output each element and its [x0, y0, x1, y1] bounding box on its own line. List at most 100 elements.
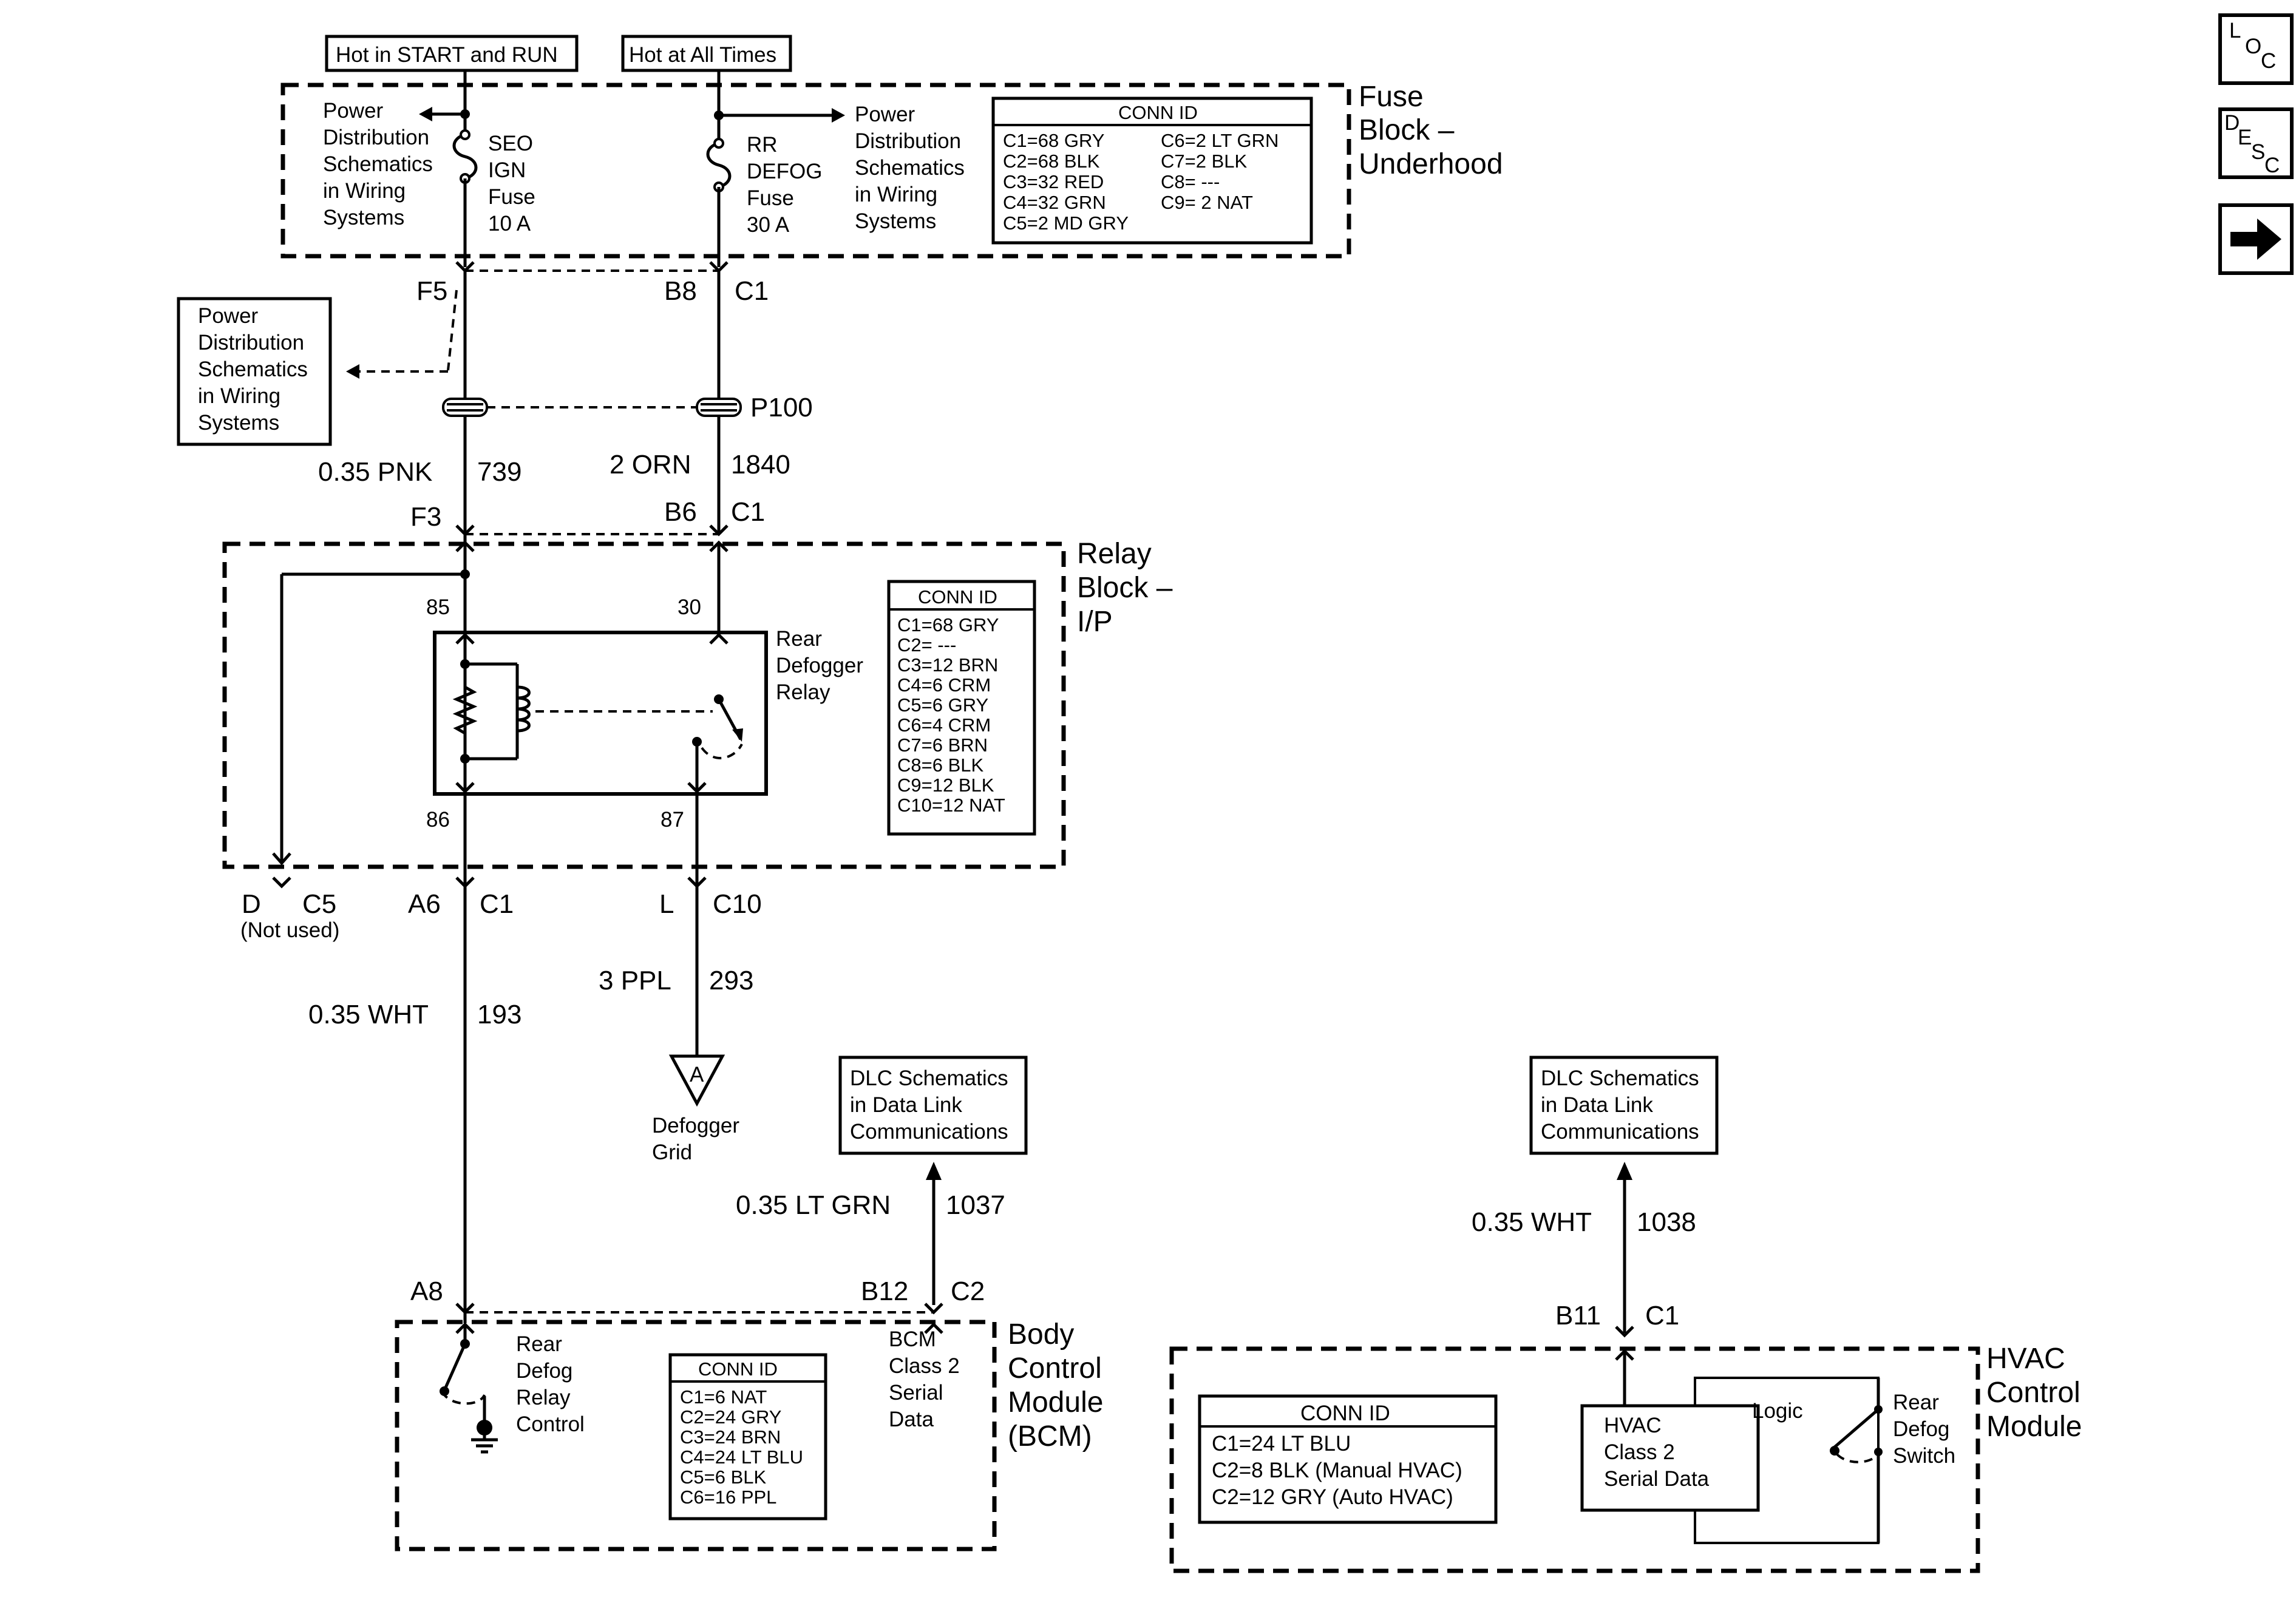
wire-1840-color: 2 ORN: [610, 450, 691, 480]
svg-text:C5=6 BLK: C5=6 BLK: [680, 1466, 767, 1488]
svg-text:Fuse: Fuse: [1359, 81, 1424, 113]
svg-text:C8= ---: C8= ---: [1161, 171, 1220, 192]
wire-193-color: 0.35 WHT: [308, 1000, 429, 1029]
svg-text:C5=2 MD GRY: C5=2 MD GRY: [1003, 212, 1129, 234]
not-used-note: (Not used): [240, 918, 339, 942]
next-button[interactable]: [2218, 203, 2294, 275]
svg-text:Class 2: Class 2: [1604, 1440, 1675, 1464]
svg-text:Rear: Rear: [1893, 1391, 1939, 1414]
svg-text:C9=12 BLK: C9=12 BLK: [897, 775, 994, 796]
svg-text:C1=68 GRY: C1=68 GRY: [1003, 130, 1104, 151]
svg-text:C6=4 CRM: C6=4 CRM: [897, 714, 991, 736]
bcm-conn-id: CONN ID C1=6 NAT C2=24 GRY C3=24 BRN C4=…: [668, 1353, 827, 1520]
defogger-grid-icon: A: [668, 1054, 725, 1107]
bcm-border: [395, 1320, 997, 1551]
hot-at-all-times-label: Hot at All Times: [629, 43, 776, 67]
desc-letter-e: E: [2238, 126, 2252, 149]
pin-l: L: [659, 889, 674, 919]
svg-text:Systems: Systems: [198, 411, 279, 435]
p100-splice-icon: [442, 398, 742, 417]
wire-1037-color: 0.35 LT GRN: [736, 1190, 891, 1220]
svg-text:Rear: Rear: [776, 627, 822, 651]
relay-block-title: Relay Block – I/P: [1077, 538, 1173, 638]
svg-text:Communications: Communications: [1541, 1120, 1699, 1144]
svg-text:Rear: Rear: [516, 1332, 562, 1356]
pds-reference-left: Power Distribution Schematics in Wiring …: [323, 99, 433, 229]
svg-text:in Data Link: in Data Link: [850, 1093, 962, 1117]
wire-1840-circuit: 1840: [731, 450, 790, 480]
svg-text:C4=24 LT BLU: C4=24 LT BLU: [680, 1446, 803, 1468]
wire-293-circuit: 293: [709, 966, 753, 995]
fuse-block-title: Fuse Block – Underhood: [1359, 81, 1503, 180]
svg-text:Defog: Defog: [1893, 1417, 1949, 1441]
svg-text:Schematics: Schematics: [323, 152, 433, 176]
wire-739-color: 0.35 PNK: [318, 457, 432, 487]
desc-button[interactable]: D E S C: [2218, 107, 2294, 179]
svg-text:C10=12 NAT: C10=12 NAT: [897, 795, 1005, 816]
rr-defog-fuse-icon: [706, 141, 732, 189]
bcm-title: Body Control Module (BCM): [1008, 1318, 1103, 1453]
connector-c5: C5: [302, 889, 336, 919]
svg-text:in Data Link: in Data Link: [1541, 1093, 1653, 1117]
pin-f3: F3: [410, 502, 441, 532]
pin-a8: A8: [410, 1276, 443, 1306]
hvac-serial-data-box: HVAC Class 2 Serial Data: [1580, 1404, 1760, 1512]
arrow-right-icon: [2230, 219, 2281, 260]
svg-text:Serial: Serial: [889, 1381, 943, 1405]
svg-text:Distribution: Distribution: [198, 331, 304, 354]
svg-text:BCM: BCM: [889, 1327, 936, 1351]
rr-defog-fuse-label: RR DEFOG Fuse 30 A: [747, 133, 822, 237]
svg-text:Defogger: Defogger: [652, 1114, 739, 1137]
svg-text:Block –: Block –: [1077, 572, 1173, 604]
svg-text:Control: Control: [1008, 1352, 1102, 1385]
ground-icon: [471, 1428, 498, 1454]
svg-text:Module: Module: [1008, 1386, 1103, 1419]
loc-button[interactable]: L O C: [2218, 13, 2294, 85]
pin-a6: A6: [408, 889, 441, 919]
svg-text:Schematics: Schematics: [198, 358, 308, 381]
svg-text:Power: Power: [855, 103, 915, 126]
loc-letter-o: O: [2245, 35, 2261, 58]
connector-c1-a6: C1: [480, 889, 514, 919]
svg-text:CONN ID: CONN ID: [1300, 1402, 1390, 1425]
svg-text:C4=32 GRN: C4=32 GRN: [1003, 192, 1106, 213]
svg-text:Block –: Block –: [1359, 114, 1455, 146]
svg-text:Serial Data: Serial Data: [1604, 1467, 1710, 1491]
pds-reference-box: Power Distribution Schematics in Wiring …: [177, 297, 332, 446]
rear-defogger-relay-label: Rear Defogger Relay: [776, 627, 863, 704]
hvac-logic-label: Logic: [1752, 1399, 1803, 1423]
svg-text:in Wiring: in Wiring: [323, 179, 406, 203]
svg-text:C2=12 GRY (Auto HVAC): C2=12 GRY (Auto HVAC): [1212, 1485, 1453, 1509]
svg-text:DLC Schematics: DLC Schematics: [850, 1066, 1008, 1090]
relay-block-conn-id: CONN ID C1=68 GRY C2= --- C3=12 BRN C4=6…: [887, 580, 1036, 836]
rear-defog-relay-control-label: Rear Defog Relay Control: [516, 1332, 585, 1436]
seo-ign-fuse-icon: [452, 133, 478, 180]
svg-text:Relay: Relay: [776, 680, 830, 704]
svg-text:C1=68 GRY: C1=68 GRY: [897, 614, 999, 636]
terminal-30: 30: [678, 595, 701, 619]
svg-text:RR: RR: [747, 133, 778, 157]
svg-text:IGN: IGN: [488, 158, 526, 182]
svg-text:Fuse: Fuse: [488, 185, 535, 209]
svg-text:C2= ---: C2= ---: [897, 634, 956, 656]
fuse-block-conn-id: CONN ID C1=68 GRY C2=68 BLK C3=32 RED C4…: [991, 97, 1313, 245]
wire-1037-circuit: 1037: [946, 1190, 1005, 1220]
svg-text:DLC Schematics: DLC Schematics: [1541, 1066, 1699, 1090]
svg-text:Defogger: Defogger: [776, 654, 863, 677]
svg-text:C7=6 BRN: C7=6 BRN: [897, 734, 988, 756]
svg-text:Relay: Relay: [1077, 538, 1152, 570]
terminal-87: 87: [661, 808, 684, 832]
svg-text:C2=8 BLK (Manual HVAC): C2=8 BLK (Manual HVAC): [1212, 1459, 1462, 1482]
hvac-title: HVAC Control Module: [1986, 1343, 2082, 1443]
svg-text:10 A: 10 A: [488, 212, 531, 236]
connector-c1-mid: C1: [731, 497, 765, 527]
svg-text:30 A: 30 A: [747, 213, 790, 237]
hvac-border: [1169, 1346, 1980, 1573]
svg-text:Switch: Switch: [1893, 1444, 1955, 1468]
svg-text:SEO: SEO: [488, 132, 533, 155]
connector-c10: C10: [713, 889, 762, 919]
pin-b8: B8: [664, 276, 697, 306]
wire-193-circuit: 193: [477, 1000, 521, 1029]
svg-text:C2=24 GRY: C2=24 GRY: [680, 1406, 781, 1428]
